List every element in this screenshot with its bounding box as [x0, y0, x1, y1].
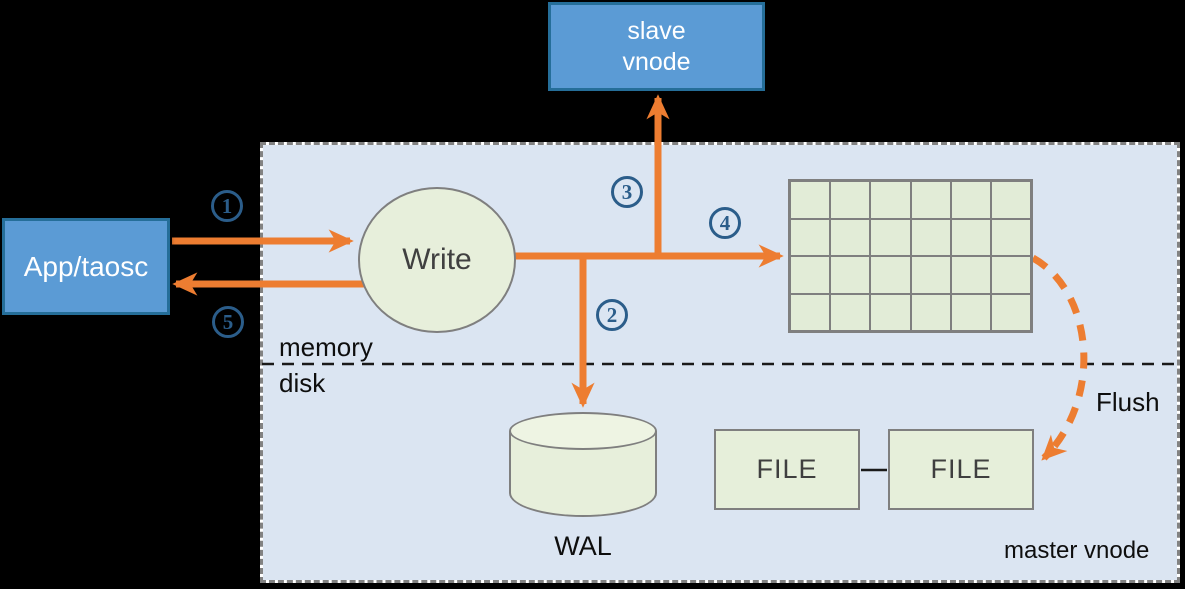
memtable-cell [790, 293, 831, 331]
memtable-cell [870, 181, 911, 219]
memtable-cell [830, 218, 871, 256]
disk-label: disk [279, 368, 326, 398]
step-badge-1: 1 [211, 190, 243, 222]
memtable-cell [910, 256, 951, 294]
memtable-cell [830, 181, 871, 219]
app-taosc-label: App/taosc [23, 250, 149, 282]
step-badge-2: 2 [596, 299, 628, 331]
app-taosc-node: App/taosc [2, 218, 170, 315]
write-label: Write [402, 243, 472, 276]
step-badge-4: 4 [709, 207, 741, 239]
memtable-cell [950, 218, 991, 256]
step-badge-3: 3 [611, 176, 643, 208]
memtable-cell [790, 181, 831, 219]
memtable-cell [870, 218, 911, 256]
file-box-2: FILE [888, 429, 1034, 510]
file-1-label: FILE [756, 454, 818, 484]
memtable-cell [910, 293, 951, 331]
write-process-node: Write [358, 187, 516, 333]
memtable-cell [950, 293, 991, 331]
memtable-cell [910, 181, 951, 219]
file-box-1: FILE [714, 429, 860, 510]
master-vnode-label: master vnode [1004, 537, 1150, 564]
memtable-cell [870, 293, 911, 331]
memtable-grid [788, 179, 1033, 333]
slave-vnode-label-line1: slave [627, 16, 686, 45]
memtable-cell [910, 218, 951, 256]
memtable-cell [870, 256, 911, 294]
memtable-cell [990, 218, 1031, 256]
memtable-cell [830, 293, 871, 331]
memtable-cell [990, 293, 1031, 331]
memtable-cell [990, 181, 1031, 219]
wal-cylinder-top [509, 412, 657, 450]
flush-label: Flush [1096, 387, 1160, 417]
memory-label: memory [279, 332, 373, 362]
slave-vnode-label-line2: vnode [622, 47, 691, 76]
memtable-cell [950, 181, 991, 219]
wal-label: WAL [554, 531, 612, 561]
memtable-cell [990, 256, 1031, 294]
step-badge-5: 5 [212, 306, 244, 338]
memtable-cell [790, 256, 831, 294]
file-2-label: FILE [930, 454, 992, 484]
memtable-cell [950, 256, 991, 294]
slave-vnode-node: slave vnode [548, 2, 765, 91]
memtable-cell [790, 218, 831, 256]
memtable-cell [830, 256, 871, 294]
